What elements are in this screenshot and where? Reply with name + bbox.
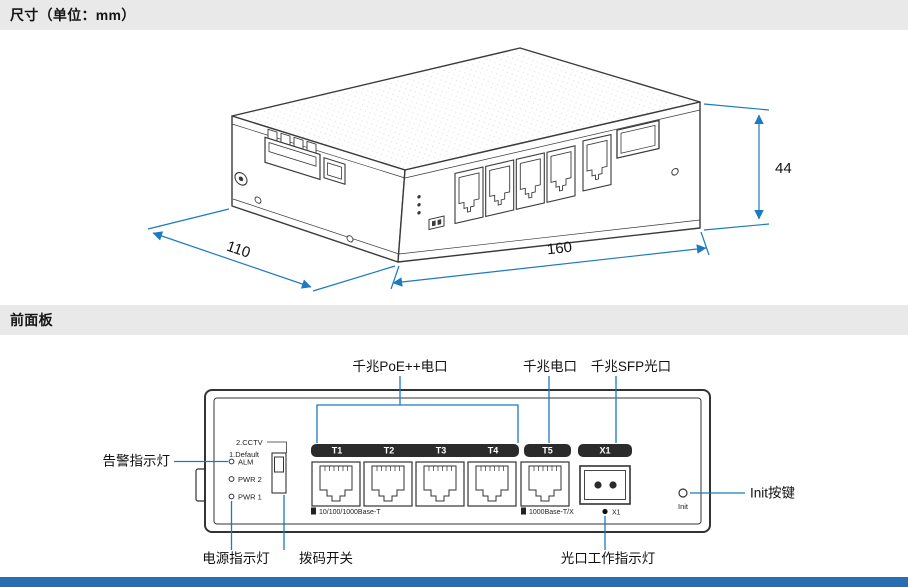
dim-width-label: 160	[546, 239, 573, 259]
rj45-port-t1	[311, 461, 361, 507]
front-panel-figure: 2.CCTV 1.Default ALM PWR 2 PWR 1 T1	[0, 335, 908, 577]
front-panel-section-title: 前面板	[10, 312, 53, 328]
callout-sfp-port: 千兆SFP光口	[591, 359, 671, 374]
init-button-group: Init	[678, 488, 689, 511]
callout-labels: 千兆PoE++电口 千兆电口 千兆SFP光口 告警指示灯 Init按键 电源指示…	[103, 359, 796, 566]
x1-bar	[578, 444, 632, 457]
port-t2-label: T2	[384, 446, 395, 456]
isometric-drawing-svg: 44 160 110	[147, 47, 792, 292]
sfp-hole	[609, 481, 617, 489]
front-face-details	[417, 119, 679, 231]
port-x1-label: X1	[599, 446, 610, 456]
sfp-hole	[594, 481, 602, 489]
port-t1-label: T1	[332, 446, 343, 456]
left-side-details	[234, 128, 354, 243]
screw-hole	[671, 167, 679, 176]
rj45-port-t5	[520, 461, 570, 507]
rj45-port-t2	[363, 461, 413, 507]
iso-port-t2	[485, 159, 515, 217]
status-leds	[417, 195, 421, 215]
extension-line	[703, 223, 770, 231]
dimensions-section-title: 尺寸（单位：mm）	[10, 7, 136, 23]
sfp-led-label: X1	[612, 510, 621, 517]
dimension-lines	[147, 103, 770, 292]
pwr2-led-label: PWR 2	[238, 475, 262, 484]
dip-switch-toggle	[432, 220, 436, 227]
dip-option-1-label: 1.Default	[229, 450, 260, 459]
extension-line	[390, 265, 400, 290]
extension-line	[147, 208, 230, 230]
callout-poe-ports: 千兆PoE++电口	[352, 359, 447, 374]
callout-gigabit-port: 千兆电口	[523, 359, 577, 374]
case-screw	[254, 196, 262, 204]
dim-depth-label: 110	[224, 238, 252, 262]
dim-height-label: 44	[775, 160, 792, 177]
sfp-cage-inner	[584, 470, 626, 500]
pwr1-led-label: PWR 1	[238, 493, 262, 502]
iso-port-t3	[515, 152, 545, 210]
device-isometric: 44 160 110	[147, 47, 792, 292]
panel-leds	[228, 458, 235, 500]
isometric-figure: 44 160 110	[0, 30, 908, 305]
callout-alarm-led: 告警指示灯	[103, 454, 171, 469]
port-specs: 10/100/1000Base-T 1000Base-T/X X1	[311, 507, 621, 517]
port-label-bars: T1 T2 T3 T4 T5 X1	[311, 444, 632, 457]
iso-port-t1	[454, 166, 484, 225]
led-dot	[417, 203, 421, 207]
callout-dip-switch: 拨码开关	[299, 551, 353, 566]
iso-sfp-port	[616, 119, 660, 159]
case-screw	[346, 235, 354, 243]
copper-spec-label: 10/100/1000Base-T	[319, 509, 381, 516]
callout-lines	[174, 376, 745, 550]
dip-switch-group	[267, 441, 287, 494]
speed-icon-combo	[521, 507, 526, 515]
rj45-port-t4	[467, 461, 517, 507]
pwr2-led	[228, 476, 235, 482]
section-header-front-panel: 前面板	[0, 305, 908, 335]
port-t5-label: T5	[542, 446, 553, 456]
pwr1-led	[228, 493, 235, 500]
rj45-port-t3	[415, 461, 465, 507]
extension-line	[700, 231, 710, 256]
sfp-cage	[579, 465, 631, 505]
port-t4-label: T4	[488, 446, 499, 456]
console-port-inner	[327, 162, 342, 180]
extension-line	[703, 103, 770, 111]
led-dot	[417, 195, 421, 199]
dip-switch-slider	[274, 456, 284, 473]
init-button-label: Init	[678, 502, 689, 511]
poe-callout-bracket	[316, 404, 519, 443]
width-dimension-arrow	[392, 244, 707, 287]
optical-status-led	[602, 508, 608, 515]
copper-ports-bar	[311, 444, 519, 457]
speed-icon-copper	[311, 507, 316, 515]
dip-option-2-label: 2.CCTV	[236, 438, 263, 447]
dip-switch-toggle	[437, 219, 442, 225]
footer-accent-bar	[0, 577, 908, 587]
callout-power-led: 电源指示灯	[202, 551, 270, 566]
callout-optical-led: 光口工作指示灯	[561, 551, 656, 566]
combo-spec-label: 1000Base-T/X	[529, 509, 574, 516]
t5-bar	[524, 444, 571, 457]
section-header-dimensions: 尺寸（单位：mm）	[0, 0, 908, 30]
panel-small-labels: 2.CCTV 1.Default ALM PWR 2 PWR 1	[229, 438, 263, 502]
dip-bracket-line	[267, 441, 287, 453]
front-panel-svg: 2.CCTV 1.Default ALM PWR 2 PWR 1 T1	[103, 359, 796, 566]
sfp-cage-outer	[579, 465, 631, 505]
alm-led	[228, 458, 235, 465]
grounding-screw-center	[238, 176, 244, 182]
power-terminal-inner	[268, 142, 317, 167]
rj45-ports	[311, 461, 570, 507]
depth-dimension-arrow	[152, 231, 312, 289]
iso-port-t5	[582, 133, 612, 192]
iso-port-t4	[546, 145, 576, 203]
port-t3-label: T3	[436, 446, 447, 456]
extension-line	[312, 265, 396, 292]
dimension-labels: 44 160 110	[224, 160, 791, 262]
led-dot	[417, 211, 421, 215]
alm-led-label: ALM	[238, 458, 253, 467]
init-button	[678, 488, 688, 498]
callout-init-button: Init按键	[750, 486, 796, 501]
